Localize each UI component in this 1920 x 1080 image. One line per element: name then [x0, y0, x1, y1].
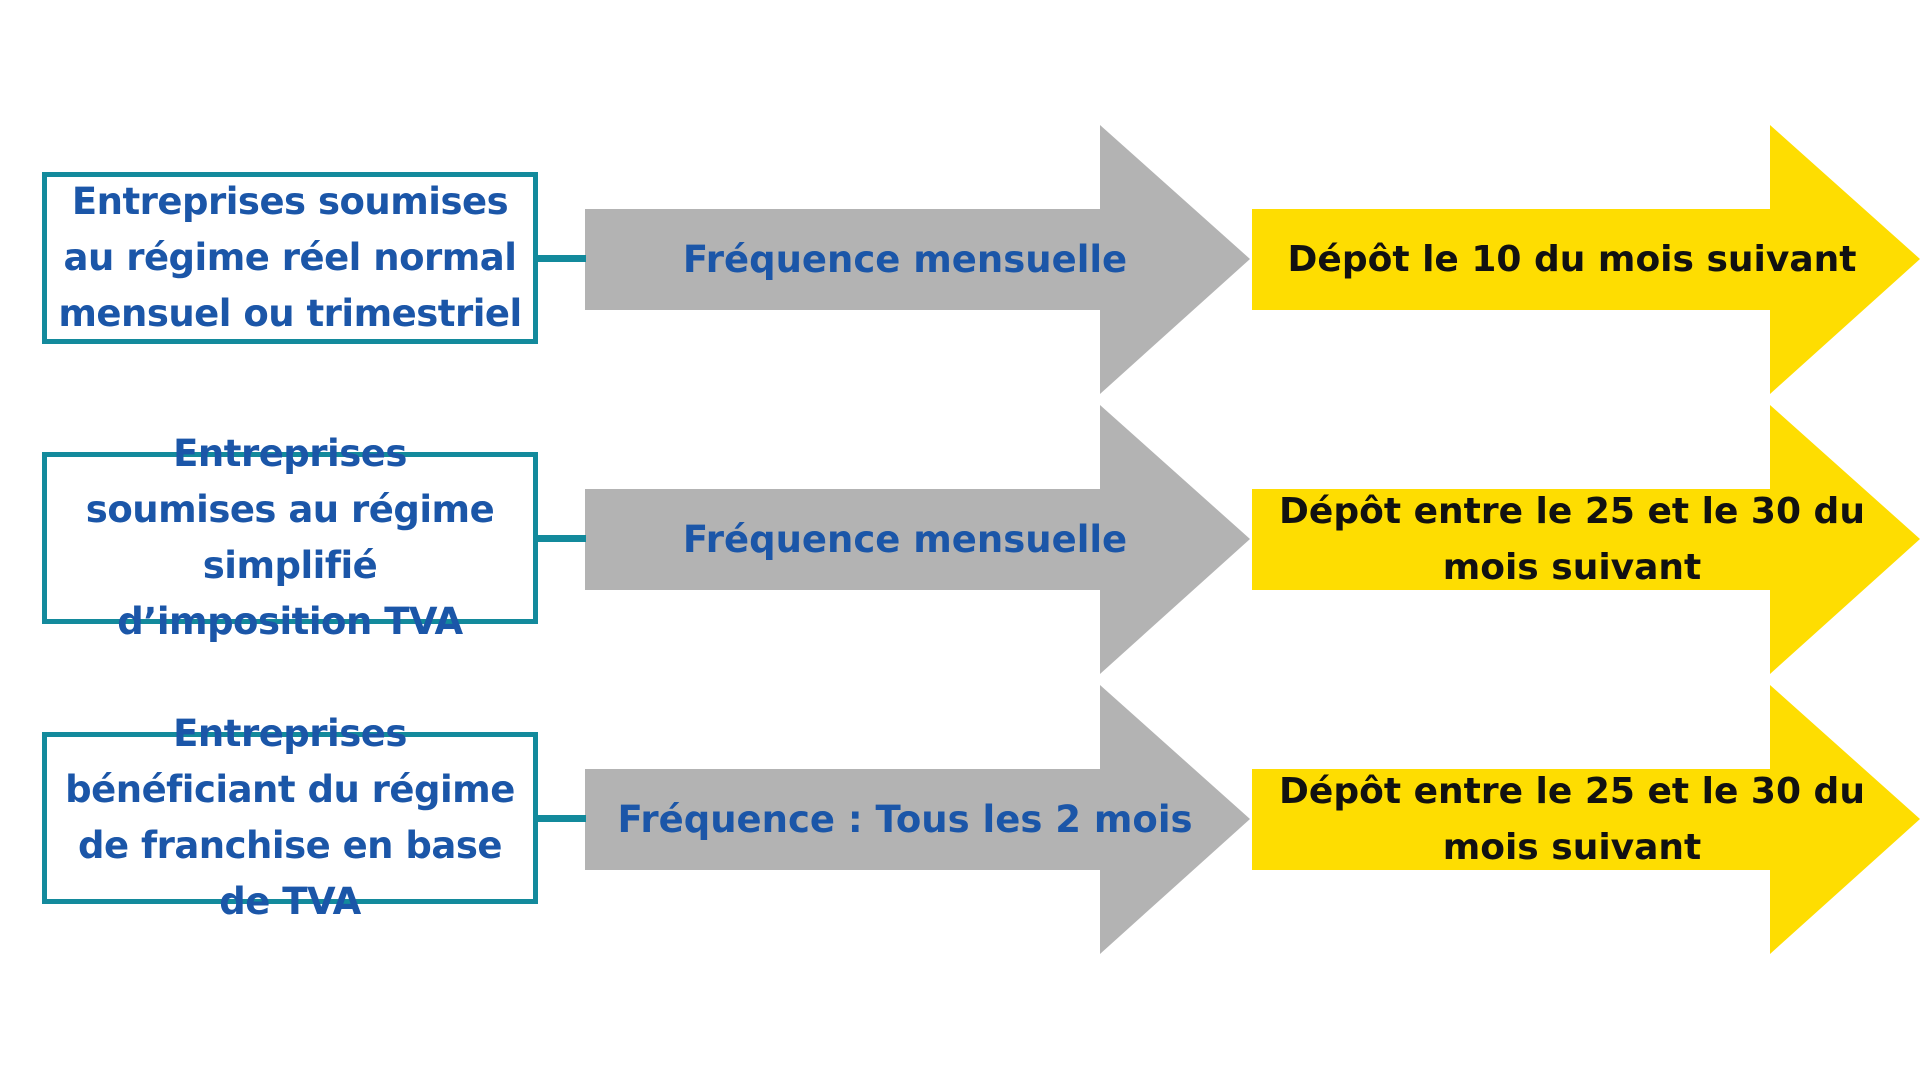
row-reel-normal: Entreprises soumises au régime réel norm… — [0, 120, 1920, 400]
frequency-label: Fréquence mensuelle — [682, 517, 1128, 561]
regime-box: Entreprises soumises au régime simplifié… — [42, 432, 538, 643]
deadline-label: Dépôt le 10 du mois suivant — [1287, 238, 1857, 280]
regime-label: Entreprises soumises au régime réel norm… — [58, 180, 522, 335]
row-franchise-en-base: Entreprises bénéficiant du régime de fra… — [0, 680, 1920, 960]
regime-box: Entreprises bénéficiant du régime de fra… — [42, 712, 538, 923]
connector-line — [538, 815, 586, 822]
frequency-label: Fréquence mensuelle — [682, 237, 1128, 281]
deadline-label: Dépôt entre le 25 et le 30 du mois suiva… — [1279, 770, 1865, 868]
frequency-label: Fréquence : Tous les 2 mois — [617, 797, 1193, 841]
regime-label: Entreprises soumises au régime simplifié… — [85, 432, 495, 643]
connector-line — [538, 535, 586, 542]
connector-line — [538, 255, 586, 262]
regime-label: Entreprises bénéficiant du régime de fra… — [65, 712, 515, 923]
row-regime-simplifie: Entreprises soumises au régime simplifié… — [0, 400, 1920, 680]
deadline-label: Dépôt entre le 25 et le 30 du mois suiva… — [1279, 490, 1865, 588]
regime-box: Entreprises soumises au régime réel norm… — [42, 172, 538, 344]
